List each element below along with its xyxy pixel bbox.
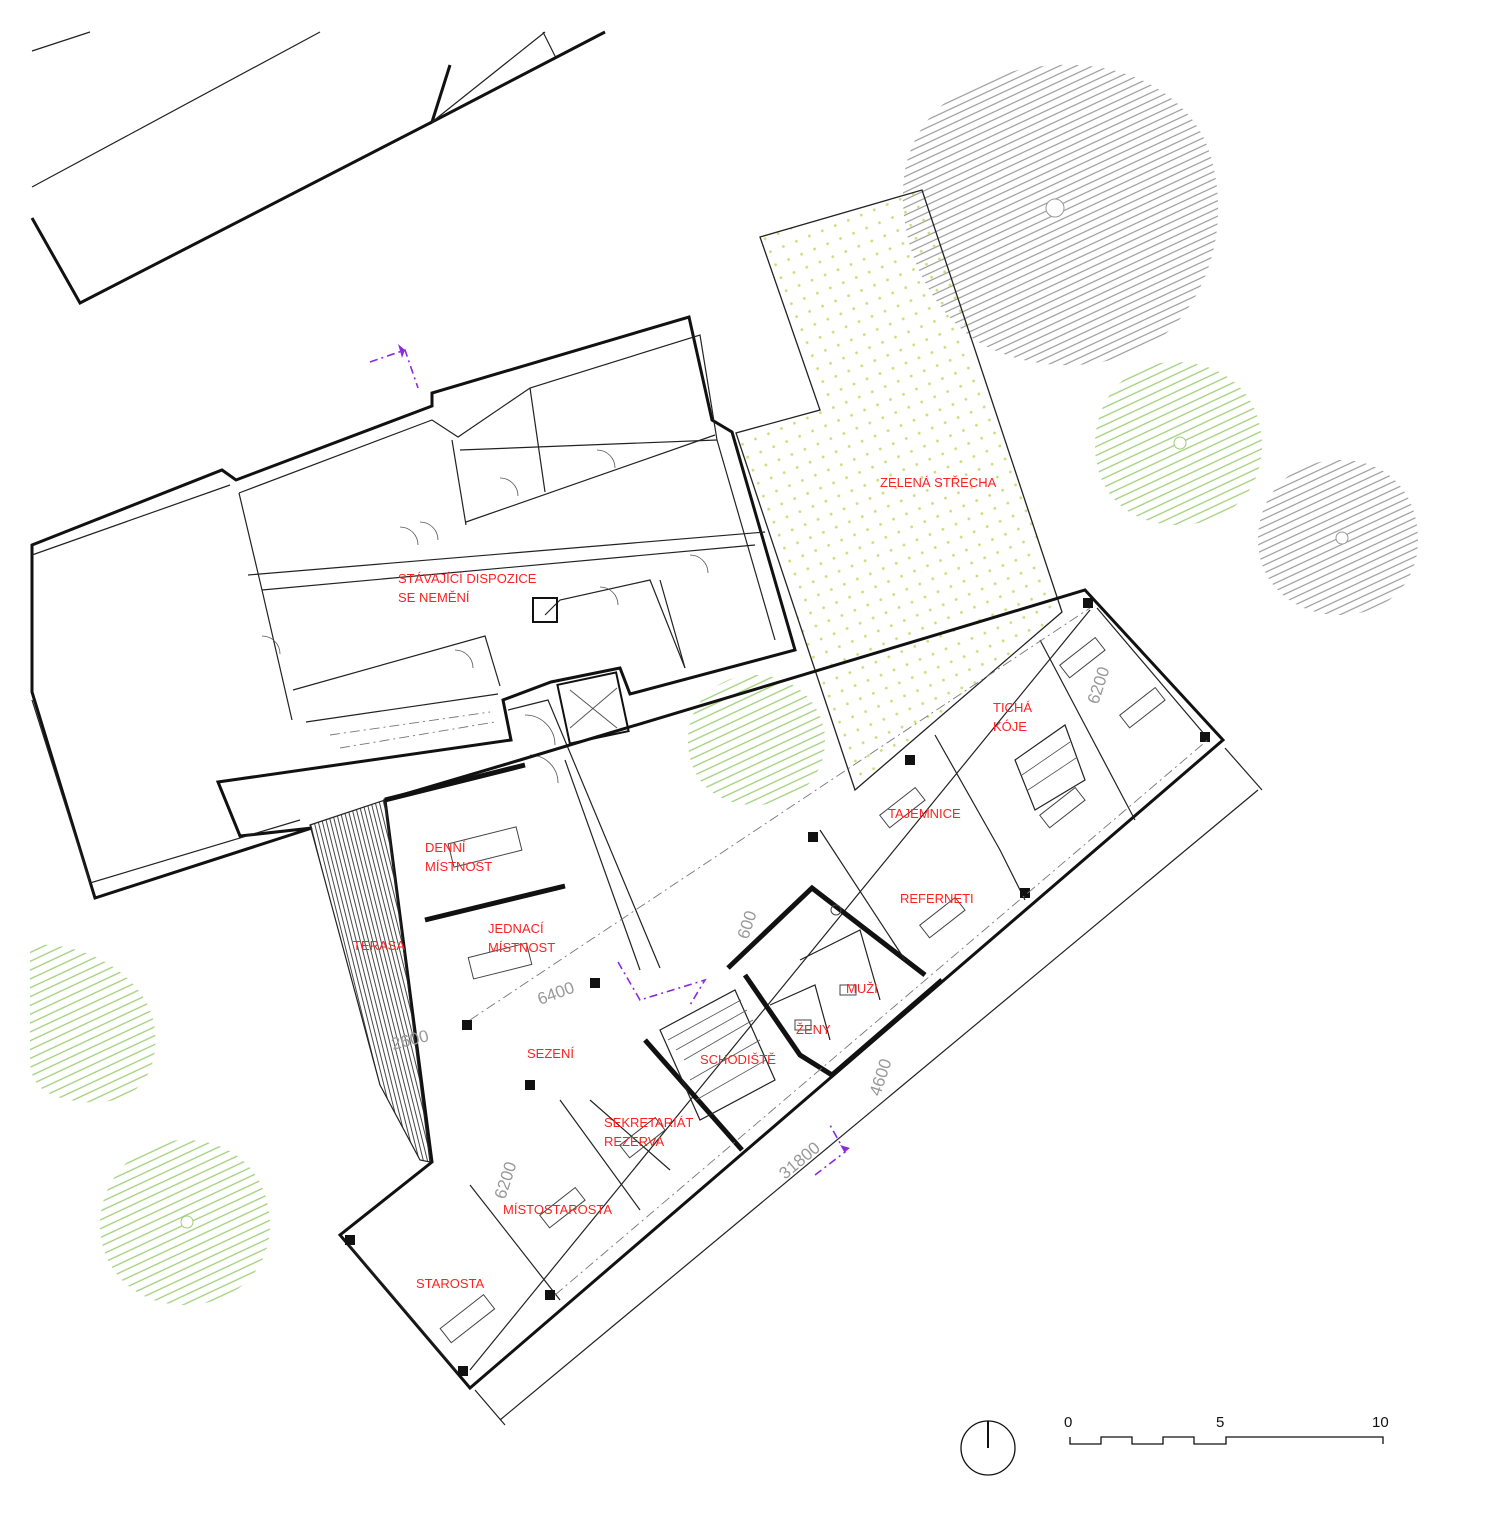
scale-bar: 0 5 10 <box>1064 1414 1389 1445</box>
label-secretariat-line2: REZERVA <box>604 1134 665 1149</box>
room-labels: STÁVAJÍCÍ DISPOZICE SE NEMĚNÍ ZELENÁ STŘ… <box>353 475 1032 1291</box>
label-existing-line2: SE NEMĚNÍ <box>398 590 470 605</box>
dim-4600: 4600 <box>866 1056 896 1098</box>
label-mayor: STAROSTA <box>416 1276 484 1291</box>
label-meeting-room-line2: MÍSTNOST <box>488 940 555 955</box>
scale-tick-10: 10 <box>1372 1414 1389 1431</box>
label-day-room-line1: DENNÍ <box>425 840 466 855</box>
dim-6400: 6400 <box>535 978 577 1009</box>
label-day-room-line2: MÍSTNOST <box>425 859 492 874</box>
section-markers <box>369 344 850 1176</box>
dim-31800: 31800 <box>775 1138 823 1183</box>
dimension-lines <box>474 747 1263 1426</box>
scale-tick-5: 5 <box>1216 1414 1224 1431</box>
label-men: MUŽI <box>846 981 878 996</box>
label-green-roof: ZELENÁ STŘECHA <box>880 475 997 490</box>
label-secretariat-line1: SEKRETARIÁT <box>604 1115 693 1130</box>
label-deputy-mayor: MÍSTOSTAROSTA <box>503 1202 612 1217</box>
stairs <box>659 724 1086 1121</box>
label-terrace: TERASA <box>353 938 405 953</box>
label-existing-line1: STÁVAJÍCÍ DISPOZICE <box>398 571 537 586</box>
label-women: ŽENY <box>796 1022 831 1037</box>
scale-tick-0: 0 <box>1064 1414 1072 1431</box>
new-wing <box>309 588 1226 1391</box>
label-quiet-booth-line2: KÓJE <box>993 719 1027 734</box>
label-officers: REFERNETI <box>900 891 974 906</box>
label-meeting-room-line1: JEDNACÍ <box>488 921 544 936</box>
label-secretary-general: TAJEMNICE <box>888 806 961 821</box>
existing-building <box>30 315 797 900</box>
north-arrow-icon <box>960 1420 1016 1476</box>
dim-6200-top: 6200 <box>1084 664 1114 706</box>
green-roof <box>735 189 1063 792</box>
dim-600: 600 <box>734 908 761 941</box>
label-seating: SEZENÍ <box>527 1046 574 1061</box>
label-quiet-booth-line1: TICHÁ <box>993 700 1032 715</box>
trees <box>30 64 1418 1305</box>
dim-6200-bottom: 6200 <box>491 1159 521 1201</box>
neighbour-building <box>30 30 606 305</box>
label-staircase: SCHODIŠTĚ <box>700 1052 776 1067</box>
